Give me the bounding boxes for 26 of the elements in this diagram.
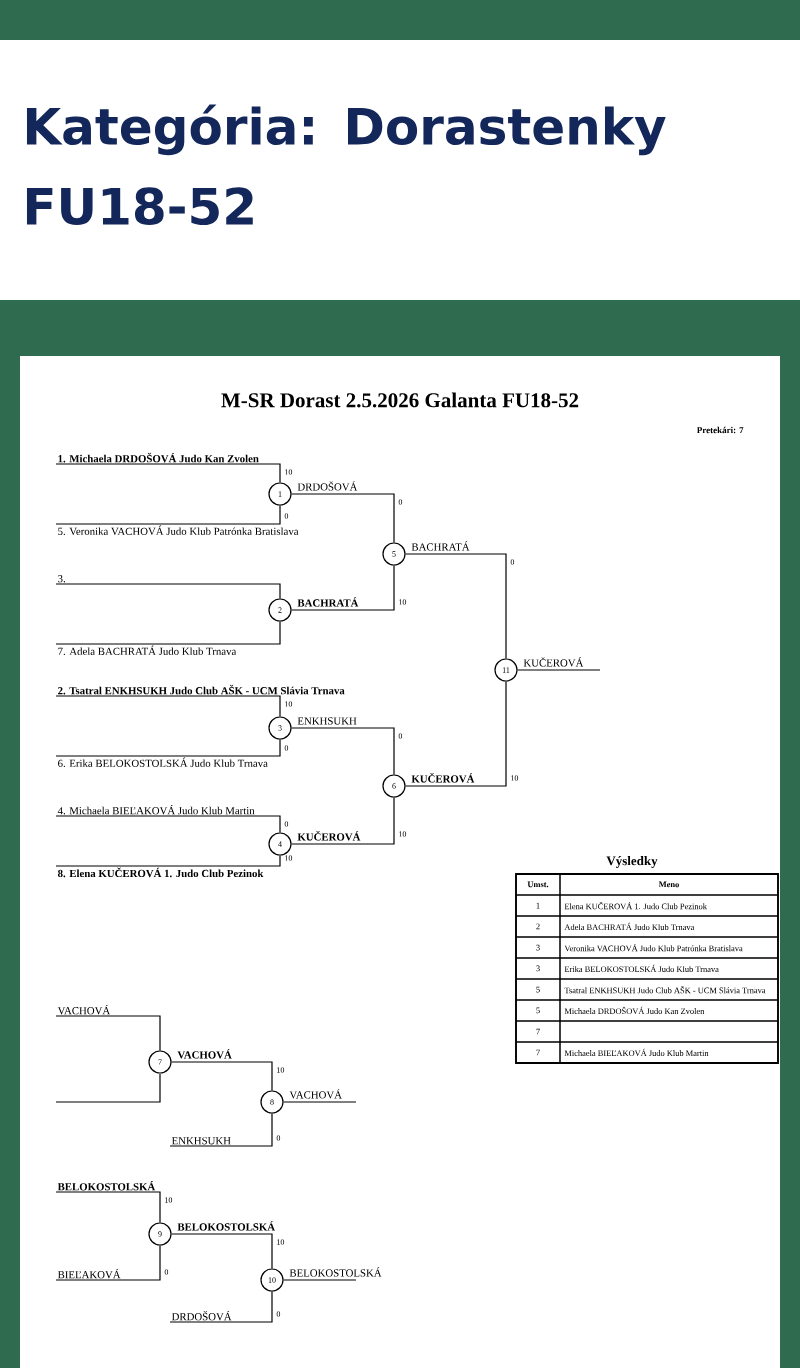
bracket-line <box>283 1279 357 1281</box>
bracket-line <box>405 681 507 787</box>
bracket-line <box>169 1113 273 1147</box>
heading: Kategória: Dorastenky FU18-52 <box>27 104 666 226</box>
bracket-line <box>171 1061 273 1091</box>
bracket-line <box>55 1015 161 1051</box>
bracket-line <box>55 815 281 833</box>
sheet-title: M-SR Dorast 2.5.2026 Galanta FU18-52 <box>221 392 579 408</box>
bracket-line <box>55 621 281 645</box>
bracket-line <box>291 727 395 775</box>
bracket-line <box>55 695 281 717</box>
bracket-line <box>55 463 281 483</box>
bracket-line <box>169 1291 273 1323</box>
bracket-line <box>55 739 281 757</box>
bracket-line <box>55 1245 161 1281</box>
bracket-line <box>171 1233 273 1269</box>
bracket-line <box>55 855 281 867</box>
bracket-line <box>291 493 395 543</box>
bracket-line <box>291 565 395 611</box>
bracket-line <box>517 669 601 671</box>
bracket-line <box>405 553 507 659</box>
bracket-line <box>55 583 281 599</box>
bracket-line <box>283 1101 357 1103</box>
bracket-line <box>291 797 395 845</box>
bracket-line <box>55 505 281 525</box>
bracket-line <box>55 1191 161 1223</box>
